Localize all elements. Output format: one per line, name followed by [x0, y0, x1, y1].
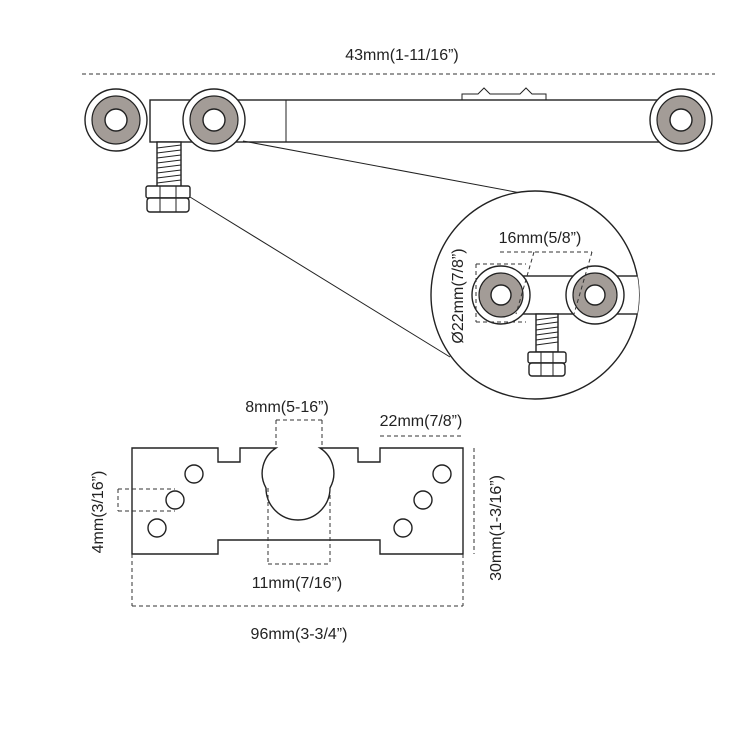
detail-nut-lower: [528, 362, 566, 377]
plate-hole: [413, 490, 433, 510]
top-view: 43mm(1-11/16”): [82, 47, 715, 358]
nut-upper: [145, 185, 191, 199]
plate-hole: [432, 464, 452, 484]
detail-leader-bottom: [189, 196, 451, 358]
wheel-middle: [182, 88, 246, 152]
nut-lower: [146, 197, 190, 213]
plate-hole: [393, 518, 413, 538]
wheel-right: [649, 88, 713, 152]
detail-wheel-left: [471, 265, 531, 325]
detail-nut-upper: [527, 351, 567, 364]
center-width-label: 11mm(7/16”): [252, 575, 342, 592]
plate-length-label: 96mm(3-3/4”): [251, 626, 348, 643]
plate-height-label: 30mm(1-3/16”): [488, 475, 505, 581]
detail-view: 16mm(5/8”) Ø22mm(7/8”): [430, 190, 640, 400]
total-length-label: 43mm(1-11/16”): [345, 47, 459, 64]
wheel-left: [84, 88, 148, 152]
plate-hole: [165, 490, 185, 510]
side-width-label: 22mm(7/8”): [380, 413, 463, 430]
plate-view: 8mm(5-16”) 22mm(7/8”) 4mm(3/16”) 30mm(1-…: [90, 399, 505, 643]
detail-wheel-right: [565, 265, 625, 325]
detail-leader-top: [242, 140, 538, 197]
mounting-plate: [131, 447, 464, 555]
wheel-diameter-label: Ø22mm(7/8”): [450, 248, 467, 343]
bar-clip: [461, 87, 547, 100]
plate-hole: [184, 464, 204, 484]
hole-offset-label: 4mm(3/16”): [90, 471, 107, 554]
plate-hole: [147, 518, 167, 538]
wheel-spacing-label: 16mm(5/8”): [499, 230, 582, 247]
bolt-threads: [156, 144, 182, 184]
slot-width-label: 8mm(5-16”): [245, 399, 329, 416]
